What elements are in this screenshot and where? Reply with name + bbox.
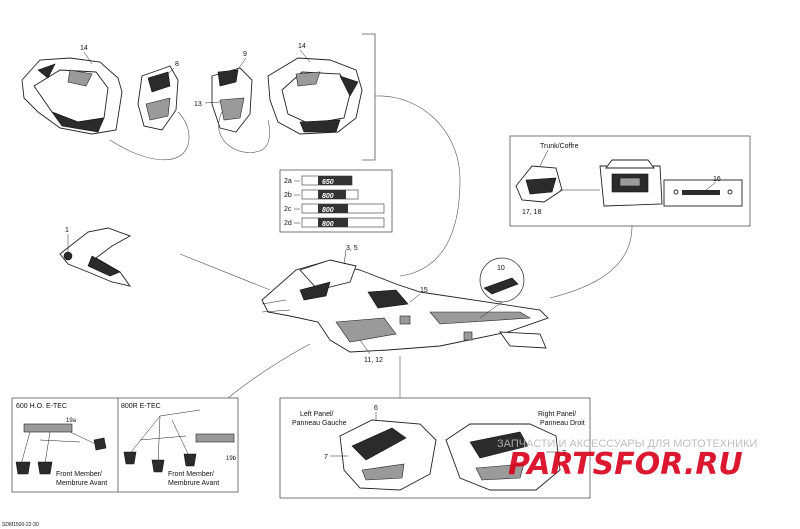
decal-2a: 650 [301,175,353,186]
right-side-panel-14 [267,57,363,135]
left-side-panel-14 [21,57,123,135]
callout-19b: 19b [226,456,237,462]
nose-piece-1: 1 [59,227,271,291]
front-member-fr-b: Membrure Avant [168,480,219,487]
callout-3-5: 3, 5 [346,245,358,252]
callout-2d: 2d [284,220,292,227]
decal-2d: 800 [301,217,385,228]
svg-text:800: 800 [322,207,334,214]
callout-15: 15 [420,287,428,294]
model-decals-box: 2a 2b 2c 2d 650 800 800 800 [279,169,393,233]
callout-9: 9 [243,51,247,58]
callout-14-right: 14 [298,43,306,50]
console-panel-9 [211,67,253,133]
watermark-text: ЗАПЧАСТИ И АКСЕССУАРЫ ДЛЯ МОТОТЕХНИКИ [497,438,757,450]
variant-a-label: 600 H.O. E-TEC [16,403,67,410]
circle-decal-10: 10 [479,257,525,319]
side-panels-box: Left Panel/ Panneau Gauche Right Panel/ … [279,397,591,499]
left-panel-fr: Panneau Gauche [292,420,347,427]
main-sled-assembly: 3, 5 15 11, 12 [261,245,549,364]
callout-6: 6 [374,405,378,412]
group-bracket [362,33,376,161]
watermark-logo: PARTSFOR.RU [508,447,743,482]
variant-b-label: 800R E-TEC [121,403,161,410]
left-panel-en: Left Panel/ [300,411,334,418]
decal-2b: 800 [301,189,359,200]
console-panel-8 [137,65,179,131]
callout-2c: 2c [284,206,292,213]
figure-code: SDM1500-22-30 [2,522,39,528]
callout-2b: 2b [284,192,292,199]
callout-13: 13 [194,101,202,108]
callout-8: 8 [175,61,179,68]
front-member-en-a: Front Member/ [56,471,102,478]
front-member-19b: 19b [123,409,237,473]
svg-text:650: 650 [322,179,334,186]
front-member-en-b: Front Member/ [168,471,214,478]
right-panel-en: Right Panel/ [538,411,576,418]
trunk-box: Trunk/Coffre 17, 18 16 [509,135,751,299]
front-member-box: 600 H.O. E-TEC 800R E-TEC 19a Front Memb… [11,397,239,493]
callout-11-12: 11, 12 [364,357,383,364]
trunk-label: Trunk/Coffre [540,143,579,150]
right-panel-fr: Panneau Droit [540,420,585,427]
decal-2c: 800 [301,203,385,214]
callout-7-left: 7 [324,454,328,461]
callout-16: 16 [713,176,721,183]
right-panel-7: 7 [445,423,566,491]
front-member-fr-a: Membrure Avant [56,480,107,487]
top-panels-group: 14 8 9 14 13 [21,33,376,161]
callout-10: 10 [497,265,505,272]
svg-text:800: 800 [322,221,334,228]
svg-text:800: 800 [322,193,334,200]
watermark: ЗАПЧАСТИ И АКСЕССУАРЫ ДЛЯ МОТОТЕХНИКИ PA… [497,438,757,482]
callout-17-18: 17, 18 [522,209,542,216]
front-member-19a: 19a [15,418,107,475]
callout-2a: 2a [284,178,292,185]
callout-1: 1 [65,227,69,234]
callout-7-right: 7 [562,450,566,457]
callout-14-left: 14 [80,45,88,52]
left-panel-7: 7 [324,419,437,491]
callout-19a: 19a [66,418,77,424]
